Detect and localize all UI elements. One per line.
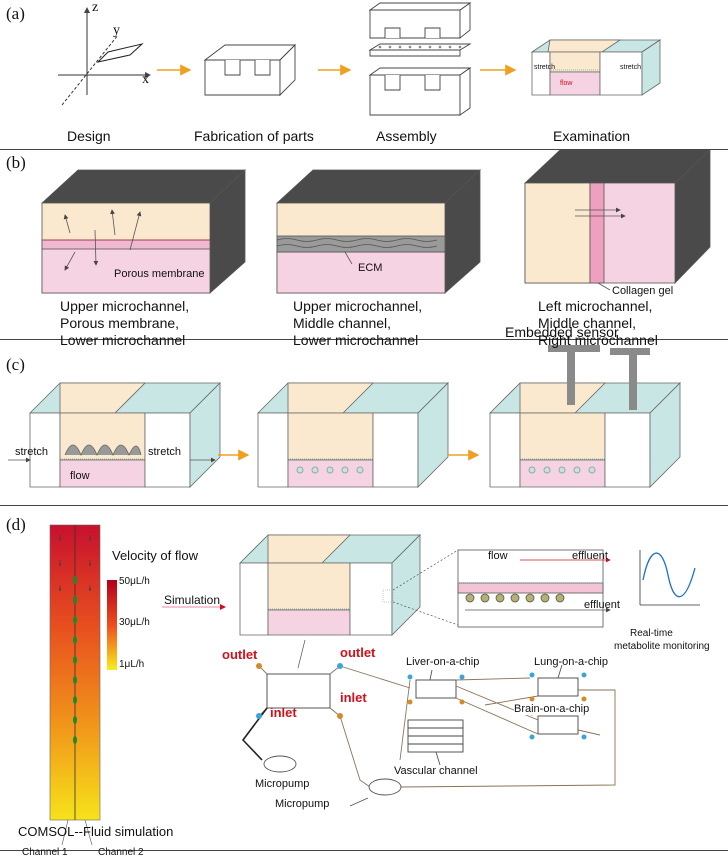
divider-cd [0, 505, 728, 506]
collagen-gel-label: Collagen gel [612, 285, 674, 297]
desc1-line3: Lower microchannel [60, 332, 186, 348]
cells-c [296, 466, 596, 474]
divider-bottom [0, 850, 728, 851]
panel-label-a: (a) [6, 4, 25, 23]
desc2-line3: Lower microchannel [293, 332, 419, 348]
divider-ab [0, 149, 728, 150]
desc2-line2: Middle channel, [293, 315, 392, 331]
channel1-label: Channel 1 [22, 847, 68, 858]
inlet-label-2: inlet [270, 705, 297, 720]
simulation-label: Simulation [164, 593, 221, 607]
stretch-label-c-right: stretch [148, 446, 182, 458]
monitoring-line2: metabolite monitoring [614, 641, 710, 652]
step-design: Design [67, 128, 111, 144]
chip-c3 [489, 382, 681, 488]
assembly-membrane-holes [378, 45, 462, 49]
lung-label: Lung-on-a-chip [534, 656, 608, 668]
desc2-line1: Upper microchannel, [293, 298, 423, 314]
outlet-label-1: outlet [222, 647, 258, 662]
scale-30: 30μL/h [119, 617, 150, 628]
monitor-graph [639, 550, 700, 606]
chip-c1 [8, 382, 221, 488]
stretch-label-c-left: stretch [15, 446, 49, 458]
chip-to-network-line [297, 639, 306, 669]
panel-label-b: (b) [6, 153, 26, 172]
embedded-sensor-shape [548, 345, 650, 410]
brain-label: Brain-on-a-chip [514, 703, 590, 715]
zoom-box [457, 549, 611, 628]
design-axes [58, 7, 151, 106]
zoom-lines [392, 549, 459, 626]
effluent-label-2: effluent [584, 599, 620, 611]
chip-ecm [275, 169, 482, 294]
axis-z-label: z [92, 0, 99, 15]
step-fabrication: Fabrication of parts [194, 128, 314, 144]
embedded-sensor-label: Embedded sensor [505, 324, 619, 340]
monitoring-line1: Real-time [630, 628, 673, 639]
micropump-label-2: Micropump [275, 798, 330, 810]
desc1-line1: Upper microchannel, [60, 298, 190, 314]
chip-porous-membrane [40, 169, 247, 294]
step-examination: Examination [553, 128, 631, 144]
panel-label-d: (d) [6, 515, 26, 534]
outlet-label-2: outlet [340, 645, 376, 660]
desc3-line2: Middle channel, [538, 315, 637, 331]
comsol-label: COMSOL--Fluid simulation [18, 824, 174, 839]
effluent-label-1: effluent [572, 550, 608, 562]
divider-bc [0, 339, 728, 340]
chip-network [241, 664, 616, 807]
desc-collagen-chip: Left microchannel, Middle channel, Right… [538, 298, 658, 349]
micropump-label-1: Micropump [255, 778, 310, 790]
stretch-label-a-right: stretch [620, 64, 642, 71]
step-assembly: Assembly [376, 128, 437, 144]
porous-membrane-label: Porous membrane [114, 268, 205, 280]
desc-porous-chip: Upper microchannel, Porous membrane, Low… [60, 298, 189, 349]
chip-d [239, 534, 421, 636]
velocity-title: Velocity of flow [112, 548, 198, 563]
axis-y-label: y [113, 23, 120, 38]
comsol-simulation [49, 524, 101, 846]
panel-label-c: (c) [6, 355, 25, 374]
liver-label: Liver-on-a-chip [406, 656, 480, 668]
vascular-label: Vascular channel [394, 765, 478, 777]
inlet-label-1: inlet [340, 690, 367, 705]
flow-label-c: flow [70, 470, 90, 482]
channel2-label: Channel 2 [98, 847, 144, 858]
chip-c2 [257, 382, 449, 488]
desc1-line2: Porous membrane, [60, 315, 180, 331]
ecm-label: ECM [358, 262, 383, 274]
desc-ecm-chip: Upper microchannel, Middle channel, Lowe… [293, 298, 422, 349]
flow-label-d: flow [488, 550, 508, 562]
scale-1: 1μL/h [119, 659, 145, 670]
flow-label-a: flow [560, 80, 573, 87]
velocity-scale-bar [107, 580, 117, 670]
fabrication-part [203, 43, 297, 97]
desc3-line3: Right microchannel [538, 332, 658, 348]
chip-collagen-gel [523, 149, 712, 291]
scale-50: 50μL/h [119, 576, 150, 587]
desc3-line1: Left microchannel, [538, 298, 653, 314]
assembly-parts [368, 2, 472, 116]
axis-x-label: x [142, 72, 149, 87]
stretch-label-a-left: stretch [534, 64, 556, 71]
examination-chip [530, 39, 662, 96]
